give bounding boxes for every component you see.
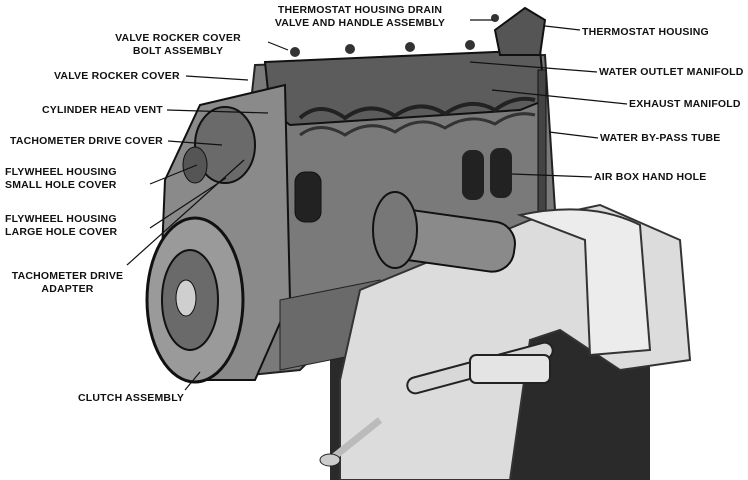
label-water-outlet-manifold: WATER OUTLET MANIFOLD	[599, 66, 744, 78]
label-valve-rocker-cover: VALVE ROCKER COVER	[54, 70, 180, 82]
label-flywheel-large-line2: LARGE HOLE COVER	[5, 226, 118, 238]
label-cylinder-head-vent: CYLINDER HEAD VENT	[42, 104, 163, 116]
label-thermostat-drain-line2: VALVE AND HANDLE ASSEMBLY	[274, 17, 446, 29]
label-tach-adapter-line1: TACHOMETER DRIVE	[11, 270, 124, 282]
label-thermostat-housing: THERMOSTAT HOUSING	[582, 26, 709, 38]
label-tach-adapter-line2: ADAPTER	[41, 283, 94, 295]
label-air-box-hand-hole: AIR BOX HAND HOLE	[594, 171, 707, 183]
label-flywheel-large-hole-cover: FLYWHEEL HOUSING LARGE HOLE COVER	[5, 213, 117, 239]
label-rocker-cover-bolt: VALVE ROCKER COVER BOLT ASSEMBLY	[88, 32, 268, 58]
label-thermostat-drain: THERMOSTAT HOUSING DRAIN VALVE AND HANDL…	[250, 4, 470, 30]
label-exhaust-manifold: EXHAUST MANIFOLD	[629, 98, 741, 110]
label-flywheel-small-line1: FLYWHEEL HOUSING	[5, 166, 117, 178]
thermostat-housing-shape	[493, 6, 547, 56]
label-thermostat-drain-line1: THERMOSTAT HOUSING DRAIN	[277, 4, 443, 16]
label-tachometer-drive-cover: TACHOMETER DRIVE COVER	[10, 135, 163, 147]
label-rocker-cover-bolt-line1: VALVE ROCKER COVER	[115, 32, 241, 44]
label-flywheel-small-line2: SMALL HOLE COVER	[5, 179, 117, 191]
label-tachometer-drive-adapter: TACHOMETER DRIVE ADAPTER	[5, 270, 130, 296]
label-clutch-assembly: CLUTCH ASSEMBLY	[78, 392, 185, 404]
label-water-bypass-tube: WATER BY-PASS TUBE	[600, 132, 721, 144]
label-rocker-cover-bolt-line2: BOLT ASSEMBLY	[132, 45, 224, 57]
label-flywheel-small-hole-cover: FLYWHEEL HOUSING SMALL HOLE COVER	[5, 166, 117, 192]
label-flywheel-large-line1: FLYWHEEL HOUSING	[5, 213, 117, 225]
